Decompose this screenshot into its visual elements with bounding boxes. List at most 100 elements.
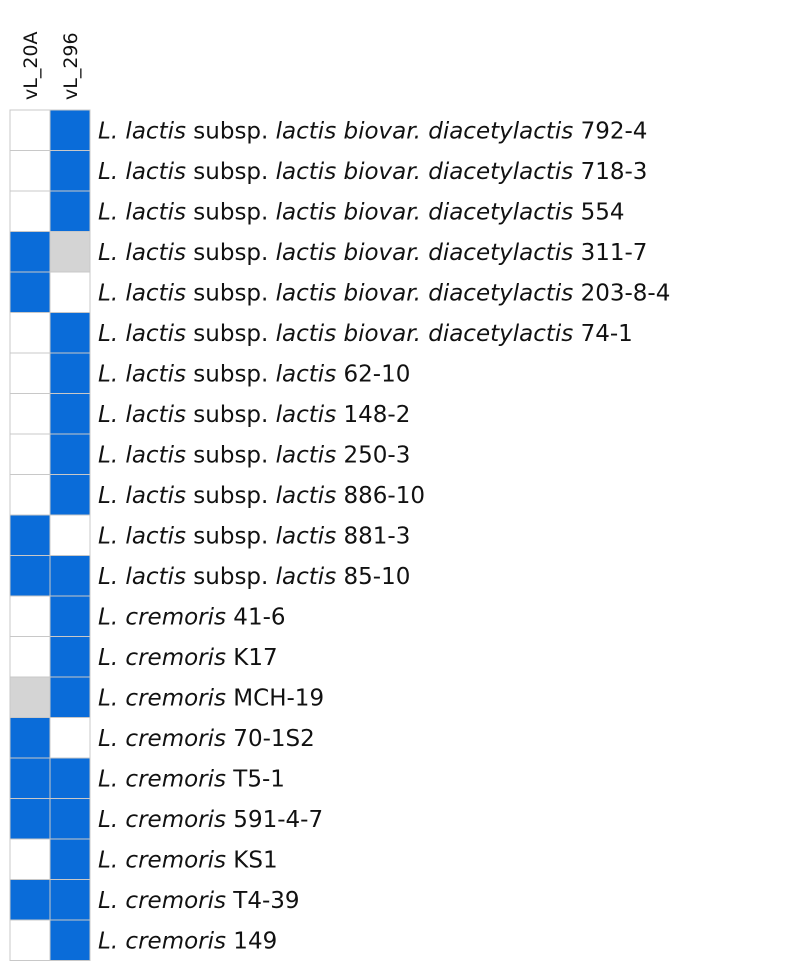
row-label: L. cremoris MCH-19 <box>98 685 324 711</box>
row-label-mid: subsp. <box>186 240 276 266</box>
row-label-strain: 74-1 <box>573 321 633 347</box>
row-label-strain: K17 <box>226 645 278 671</box>
heatmap-cell <box>49 109 91 151</box>
row-label-italic: L. lactis <box>98 523 186 549</box>
row-label: L. lactis subsp. lactis biovar. diacetyl… <box>98 199 624 225</box>
row-label-italic: L. cremoris <box>98 888 226 914</box>
row-label: L. cremoris K17 <box>98 645 278 671</box>
row-label-strain: 62-10 <box>336 361 410 387</box>
heatmap-cell <box>9 555 51 597</box>
row-label-italic: L. lactis <box>98 483 186 509</box>
row-label-mid: subsp. <box>186 280 276 306</box>
column-label: vL_20A <box>20 31 42 100</box>
heatmap-cell <box>49 636 91 678</box>
row-label-mid: subsp. <box>186 483 276 509</box>
row-label-italic: L. lactis <box>98 118 186 144</box>
heatmap-cell <box>9 838 51 880</box>
heatmap-cell <box>49 757 91 799</box>
row-label-italic: L. cremoris <box>98 604 226 630</box>
row-label-italic: L. lactis <box>98 564 186 590</box>
row-label-mid: subsp. <box>186 361 276 387</box>
row-label-italic: L. cremoris <box>98 847 226 873</box>
column-label: vL_296 <box>60 32 82 100</box>
heatmap-cell <box>9 190 51 232</box>
row-label-italic: L. cremoris <box>98 766 226 792</box>
row-label-italic2: lactis <box>276 402 337 428</box>
heatmap-cell <box>9 676 51 718</box>
heatmap-cell <box>49 798 91 840</box>
heatmap-cell <box>9 352 51 394</box>
row-label: L. lactis subsp. lactis biovar. diacetyl… <box>98 321 633 347</box>
heatmap-cell <box>49 393 91 435</box>
heatmap-cell <box>9 798 51 840</box>
row-label: L. cremoris KS1 <box>98 847 278 873</box>
row-label-italic2: lactis biovar. diacetylactis <box>276 321 574 347</box>
heatmap-cell <box>49 433 91 475</box>
row-label-italic: L. lactis <box>98 442 186 468</box>
row-label-italic: L. cremoris <box>98 726 226 752</box>
row-label-mid: subsp. <box>186 118 276 144</box>
row-label-mid: subsp. <box>186 321 276 347</box>
heatmap-cell <box>49 271 91 313</box>
row-label: L. lactis subsp. lactis 886-10 <box>98 483 425 509</box>
row-label-strain: 792-4 <box>573 118 647 144</box>
heatmap-cell <box>9 879 51 921</box>
heatmap-cell <box>49 312 91 354</box>
row-label-italic2: lactis biovar. diacetylactis <box>276 159 574 185</box>
heatmap-cell <box>9 393 51 435</box>
heatmap-cell <box>9 109 51 151</box>
row-label-strain: 718-3 <box>573 159 647 185</box>
row-label-strain: 203-8-4 <box>573 280 670 306</box>
row-label: L. cremoris 70-1S2 <box>98 726 315 752</box>
row-label: L. lactis subsp. lactis 881-3 <box>98 523 410 549</box>
row-label: L. lactis subsp. lactis biovar. diacetyl… <box>98 118 647 144</box>
heatmap-cell <box>49 474 91 516</box>
row-label: L. lactis subsp. lactis biovar. diacetyl… <box>98 280 670 306</box>
row-label-strain: MCH-19 <box>226 685 324 711</box>
heatmap-cell <box>9 514 51 556</box>
row-label-strain: T5-1 <box>226 766 285 792</box>
heatmap-cell <box>9 312 51 354</box>
heatmap-cell <box>9 231 51 273</box>
row-label: L. cremoris 149 <box>98 928 277 954</box>
row-label-strain: 311-7 <box>573 240 647 266</box>
heatmap-cell <box>49 838 91 880</box>
row-label-italic: L. lactis <box>98 361 186 387</box>
row-label-italic2: lactis <box>276 483 337 509</box>
row-label-strain: 148-2 <box>336 402 410 428</box>
row-label-mid: subsp. <box>186 402 276 428</box>
row-label-italic: L. cremoris <box>98 645 226 671</box>
row-label-italic2: lactis biovar. diacetylactis <box>276 240 574 266</box>
row-label-italic2: lactis biovar. diacetylactis <box>276 280 574 306</box>
row-label: L. lactis subsp. lactis 85-10 <box>98 564 410 590</box>
heatmap-cell <box>49 150 91 192</box>
row-label: L. lactis subsp. lactis 62-10 <box>98 361 410 387</box>
row-label: L. cremoris 41-6 <box>98 604 286 630</box>
row-label-strain: 881-3 <box>336 523 410 549</box>
row-label-mid: subsp. <box>186 199 276 225</box>
heatmap-cell <box>9 150 51 192</box>
row-label-italic2: lactis <box>276 564 337 590</box>
heatmap-cell <box>49 514 91 556</box>
row-label: L. cremoris 591-4-7 <box>98 807 323 833</box>
row-label-strain: 554 <box>573 199 624 225</box>
row-label-strain: 70-1S2 <box>226 726 315 752</box>
heatmap-cell <box>9 757 51 799</box>
row-label-italic: L. cremoris <box>98 685 226 711</box>
row-label-strain: 41-6 <box>226 604 286 630</box>
row-label-italic: L. lactis <box>98 321 186 347</box>
row-label-strain: 85-10 <box>336 564 410 590</box>
row-label-mid: subsp. <box>186 564 276 590</box>
heatmap-cell <box>49 919 91 961</box>
row-label-italic2: lactis biovar. diacetylactis <box>276 199 574 225</box>
heatmap-cell <box>49 879 91 921</box>
heatmap-cell <box>49 717 91 759</box>
heatmap-cell <box>49 595 91 637</box>
heatmap-cell <box>9 636 51 678</box>
row-label-mid: subsp. <box>186 523 276 549</box>
row-label: L. lactis subsp. lactis 148-2 <box>98 402 410 428</box>
row-label-strain: 149 <box>226 928 277 954</box>
heatmap-cell <box>9 717 51 759</box>
heatmap-cell <box>49 190 91 232</box>
